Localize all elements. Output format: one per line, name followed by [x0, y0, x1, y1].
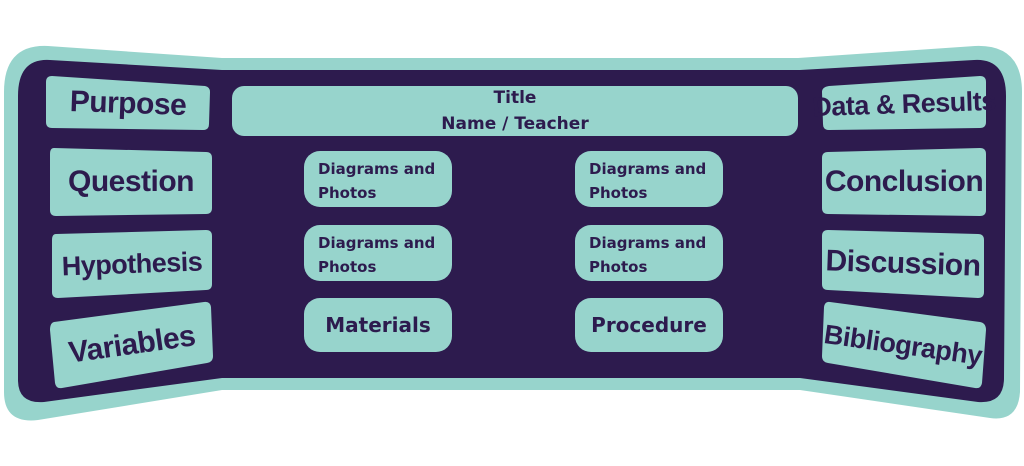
box-line: Diagrams and	[589, 234, 707, 252]
materials-box: Materials	[304, 298, 452, 352]
question-label: Question	[67, 165, 195, 198]
left-box-4	[50, 301, 213, 389]
box-line: Photos	[318, 258, 377, 276]
left-box-3	[52, 230, 212, 298]
box-line: Diagrams and	[318, 160, 436, 178]
procedure-box: Procedure	[575, 298, 723, 352]
left-box-2	[50, 148, 212, 216]
box-line: Diagrams and	[589, 160, 707, 178]
right-box-4	[822, 301, 986, 389]
discussion-label: Discussion	[824, 244, 982, 283]
right-box-3	[822, 230, 984, 298]
box-line: Diagrams and	[318, 234, 436, 252]
right-box-1	[822, 76, 986, 130]
data-results-label: Data & Results	[811, 85, 997, 122]
conclusion-label: Conclusion	[824, 165, 984, 198]
left-box-1	[46, 76, 210, 130]
box-line: Photos	[589, 184, 648, 202]
diagrams-photos-box-2: Diagrams and Photos	[575, 151, 723, 207]
box-line: Photos	[589, 258, 648, 276]
right-box-2	[822, 148, 986, 216]
title-text: Title	[493, 88, 537, 108]
diagrams-photos-box-1: Diagrams and Photos	[304, 151, 452, 207]
hypothesis-label: Hypothesis	[61, 246, 203, 281]
purpose-label: Purpose	[69, 84, 187, 123]
diagrams-photos-box-4: Diagrams and Photos	[575, 225, 723, 281]
title-bar: Title Name / Teacher	[232, 86, 798, 136]
diagrams-photos-box-3: Diagrams and Photos	[304, 225, 452, 281]
box-line: Photos	[318, 184, 377, 202]
name-teacher-text: Name / Teacher	[441, 114, 589, 134]
